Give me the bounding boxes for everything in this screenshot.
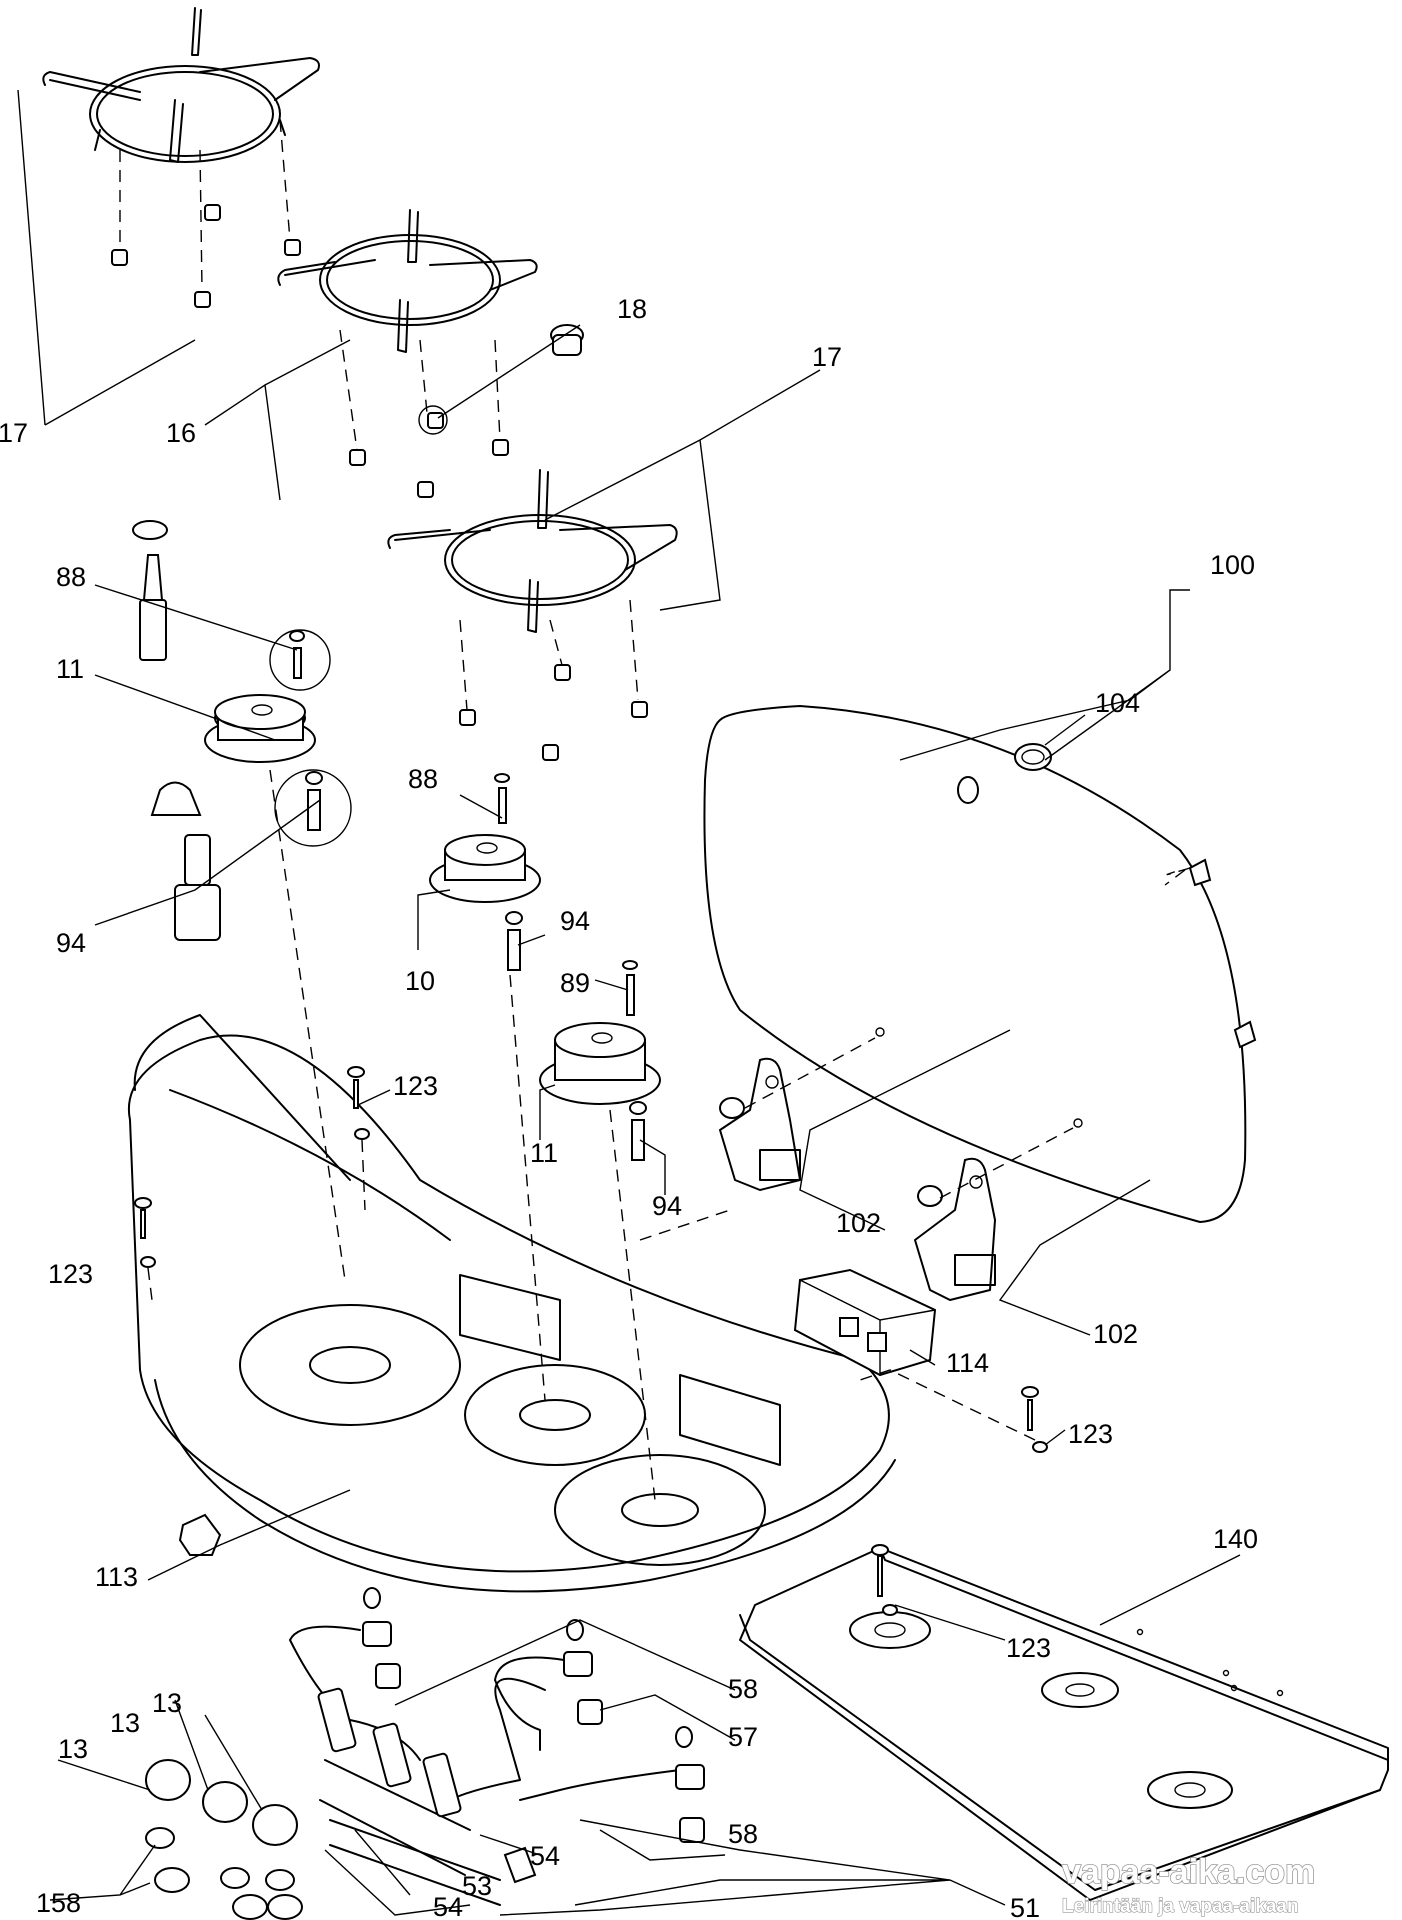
- label-13-a: 13: [58, 1734, 88, 1764]
- label-54-lower: 54: [433, 1892, 463, 1920]
- foot-18-highlight: [418, 324, 584, 435]
- glass-lid: [703, 705, 1257, 1223]
- screw-123-d: [871, 1544, 898, 1616]
- label-58-lower: 58: [728, 1819, 758, 1849]
- support-dashed-guides: [119, 119, 639, 711]
- label-102-right: 102: [1093, 1319, 1138, 1349]
- label-123-c: 123: [1068, 1419, 1113, 1449]
- control-knobs-13: [145, 1759, 298, 1846]
- label-102-left: 102: [836, 1208, 881, 1238]
- label-123-b: 123: [48, 1259, 93, 1289]
- burner-dashed-guides: [269, 769, 656, 1501]
- burner-10-middle: [429, 834, 541, 903]
- label-100: 100: [1210, 550, 1255, 580]
- part-labels: 17 16 18 17 88 11 94 88 10 94 89 123 11 …: [0, 294, 1258, 1920]
- screw-123-a: [347, 1066, 370, 1211]
- label-104: 104: [1095, 688, 1140, 718]
- label-11-left: 11: [56, 654, 84, 684]
- bottom-cover-140: [739, 1547, 1389, 1901]
- lid-dashed-guides: [639, 867, 1191, 1241]
- igniter-114: [793, 1268, 937, 1377]
- pan-support-17-right: [387, 469, 678, 633]
- nozzle-94-right: [629, 1101, 647, 1161]
- label-89: 89: [560, 968, 590, 998]
- label-10: 10: [405, 966, 435, 996]
- label-88-left: 88: [56, 562, 86, 592]
- knob-bezels-158: [145, 1827, 303, 1920]
- watermark-site: vapaa-aika.com: [1062, 1853, 1315, 1891]
- label-17-left: 17: [0, 418, 28, 448]
- label-158: 158: [36, 1888, 81, 1918]
- pan-support-17-left: [42, 7, 320, 163]
- gas-valves: [317, 1687, 537, 1906]
- label-123-a: 123: [393, 1071, 438, 1101]
- watermark-tagline: Leirintään ja vapaa-aikaan: [1062, 1896, 1299, 1917]
- label-11-right: 11: [530, 1138, 558, 1168]
- label-58-upper: 58: [728, 1674, 758, 1704]
- label-140: 140: [1213, 1524, 1258, 1554]
- screw-123-c: [859, 1369, 1048, 1453]
- label-13-c: 13: [152, 1688, 182, 1718]
- label-18: 18: [617, 294, 647, 324]
- label-94-left: 94: [56, 928, 86, 958]
- label-94-middle: 94: [560, 906, 590, 936]
- thermocouple-88-middle: [494, 773, 510, 824]
- label-17-right: 17: [812, 342, 842, 372]
- nozzle-94-middle: [505, 911, 523, 971]
- hob-tray: [127, 1014, 896, 1593]
- label-13-b: 13: [110, 1708, 140, 1738]
- nozzle-94-left: [150, 769, 352, 941]
- watermark: vapaa-aika.com Leirintään ja vapaa-aikaa…: [1061, 1852, 1316, 1917]
- label-114: 114: [946, 1348, 989, 1378]
- label-123-d: 123: [1006, 1633, 1051, 1663]
- burner-11-right: [539, 1022, 661, 1105]
- label-16: 16: [166, 418, 196, 448]
- hinge-102-left: [719, 1057, 801, 1191]
- burner-11-left: [204, 694, 316, 763]
- label-53: 53: [462, 1871, 492, 1901]
- thermocouple-89: [622, 960, 638, 1016]
- label-113: 113: [95, 1562, 138, 1592]
- leader-lines: [17, 89, 1241, 1916]
- label-54-upper: 54: [530, 1841, 560, 1871]
- label-51: 51: [1010, 1893, 1040, 1920]
- pan-support-16-middle: [277, 209, 538, 353]
- thermocouple-88-left: [132, 520, 331, 691]
- switch-113: [178, 1513, 222, 1556]
- label-94-right: 94: [652, 1191, 682, 1221]
- label-57: 57: [728, 1722, 758, 1752]
- screw-123-b: [134, 1197, 156, 1301]
- rubber-feet: [111, 204, 648, 761]
- label-88-middle: 88: [408, 764, 438, 794]
- hinge-102-right: [914, 1157, 996, 1301]
- pipe-fittings: [362, 1587, 705, 1843]
